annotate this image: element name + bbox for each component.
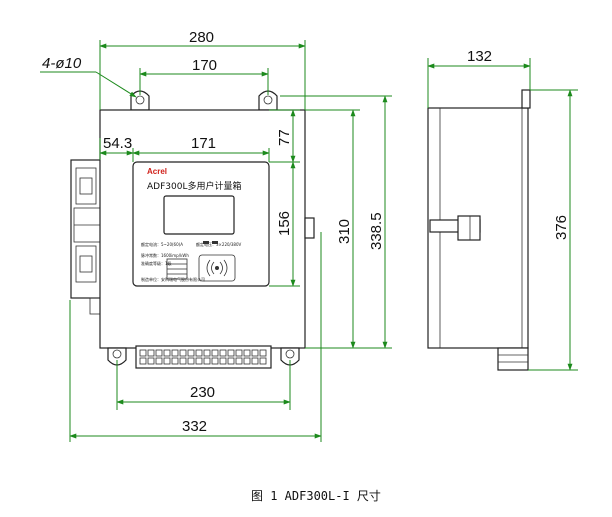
terminal-screw [251,357,259,365]
dim-280: 280 [189,29,214,46]
terminal-screw [139,357,147,365]
terminal-screw [203,349,211,357]
terminal-screw [171,357,179,365]
side-latch [429,215,481,241]
terminal-screw [187,357,195,365]
terminal-screw [243,357,251,365]
meter-panel: Acrel ADF300L多用户计量箱 额定电流：5~20(60)A 额定电压：… [132,161,270,287]
rfid-card-icon [198,254,236,282]
terminal-screw [187,349,195,357]
terminal-screw [179,357,187,365]
dim-77: 77 [276,129,293,146]
terminal-screw [235,349,243,357]
terminal-screw [155,349,163,357]
terminal-block [135,345,272,369]
spec-line-3: 脉冲常数：1600imp/kWh [141,252,189,258]
terminal-screw [155,357,163,365]
terminal-screw [211,349,219,357]
terminal-screw [195,349,203,357]
figure-caption: 图 1 ADF300L-I 尺寸 [251,489,381,503]
terminal-screw [179,349,187,357]
dim-376: 376 [553,215,570,240]
terminal-screw [163,349,171,357]
dim-holes: 4-ø10 [42,55,82,72]
top-mounting-ears [130,90,278,111]
spec-line-1: 额定电流：5~20(60)A [141,241,183,247]
dim-54-3: 54.3 [103,135,132,152]
bottom-mounting-ears [107,347,300,366]
terminal-screw [211,357,219,365]
terminal-screw [219,349,227,357]
terminal-screw [259,349,267,357]
spec-line-4: 准确度等级：1级 [141,260,172,266]
model-title: ADF300L多用户计量箱 [147,180,241,192]
terminal-screw [219,357,227,365]
terminal-screw [259,357,267,365]
terminal-screw [227,357,235,365]
lcd-display [163,195,235,235]
terminal-screw [147,357,155,365]
terminal-screw [243,349,251,357]
side-view [427,89,531,371]
dim-132: 132 [467,48,492,65]
spec-line-2: 额定电压：3×220/380V [196,241,242,247]
dim-230: 230 [190,384,215,401]
terminal-screw [139,349,147,357]
dim-332: 332 [182,418,207,435]
terminal-screw [227,349,235,357]
dim-171: 171 [191,135,216,152]
dim-310: 310 [336,219,353,244]
dim-338-5: 338.5 [368,212,385,250]
terminal-screw [203,357,211,365]
dimension-lines: 280 170 4-ø10 54.3 171 77 156 310 338.5 … [40,29,578,442]
terminal-screw [235,357,243,365]
brand-logo: Acrel [147,167,167,176]
terminal-screw [171,349,179,357]
terminal-screw [163,357,171,365]
front-view: Acrel ADF300L多用户计量箱 额定电流：5~20(60)A 额定电压：… [70,90,315,369]
terminal-screw [147,349,155,357]
left-bracket [70,159,102,315]
dim-156: 156 [276,211,293,236]
dim-170: 170 [192,57,217,74]
terminal-screw [251,349,259,357]
terminal-screw [195,357,203,365]
